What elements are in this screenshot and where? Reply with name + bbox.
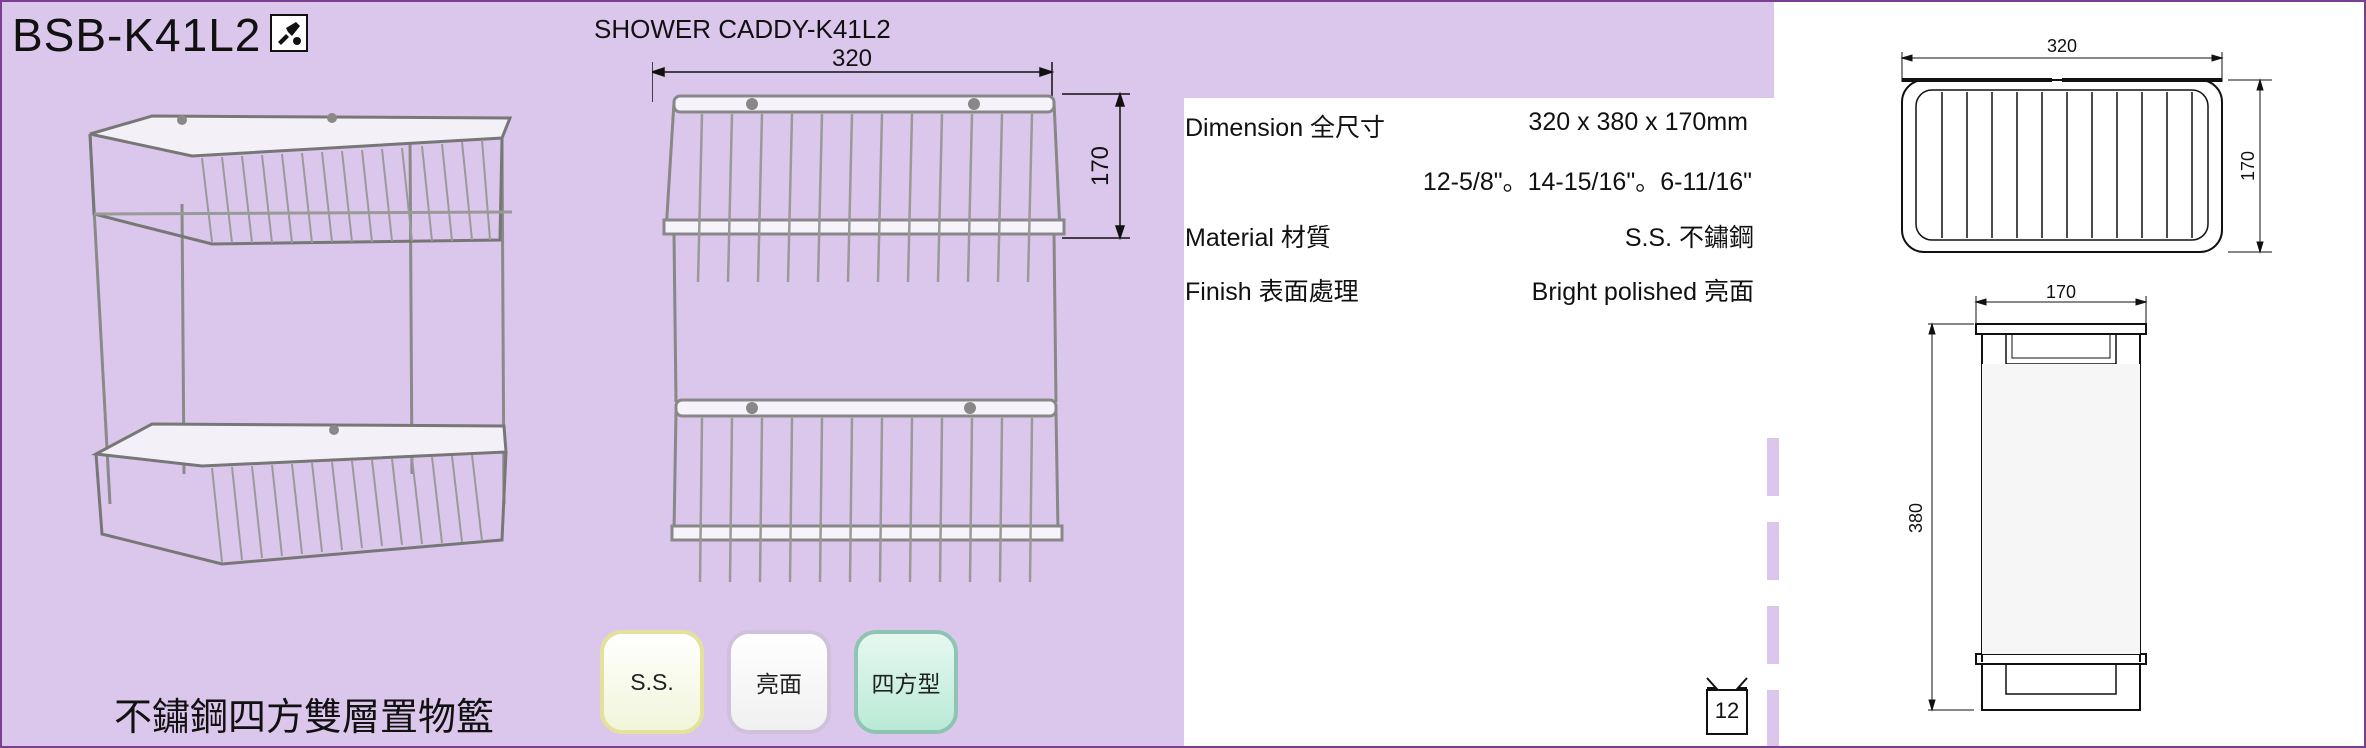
front-height-label: 170 (1087, 146, 1114, 186)
top-view-width-label: 320 (2047, 36, 2077, 56)
spec-panel (1184, 98, 1774, 746)
installation-icon (270, 14, 308, 52)
shape-badge: 四方型 (854, 630, 958, 734)
top-view-drawing: 320 170 (1900, 36, 2272, 254)
top-view-depth-label: 170 (2238, 151, 2258, 181)
material-label: Material 材質 (1185, 224, 1331, 252)
divider-dash (1767, 690, 1779, 746)
divider-dash (1767, 438, 1779, 496)
finish-label: Finish 表面處理 (1185, 278, 1359, 306)
dimension-inch: 12-5/8"。14-15/16"。6-11/16" (1422, 168, 1752, 196)
material-value: S.S. 不鏽鋼 (1624, 224, 1754, 252)
dimension-label: Dimension 全尺寸 (1185, 114, 1386, 142)
product-photo (88, 113, 512, 566)
finish-badge: 亮面 (727, 630, 831, 734)
dimension-value: 320 x 380 x 170mm (1528, 108, 1748, 136)
side-view-drawing: 170 380 (1906, 282, 2148, 712)
page-number-box (1706, 677, 1748, 735)
front-width-label: 320 (832, 45, 872, 72)
side-view-height-label: 380 (1906, 503, 1926, 533)
drawing-title: SHOWER CADDY-K41L2 (594, 14, 891, 44)
material-badge: S.S. (600, 630, 704, 734)
divider-dash (1767, 522, 1779, 580)
background-lilac-band (1184, 2, 1774, 98)
front-drawing: 320 170 (652, 45, 1130, 583)
model-code: BSB-K41L2 (12, 9, 262, 61)
page-number: 12 (1714, 698, 1740, 723)
divider-dash (1767, 606, 1779, 664)
side-view-width-label: 170 (2046, 282, 2076, 302)
product-name-cn: 不鏽鋼四方雙層置物籃 (114, 697, 495, 739)
finish-value: Bright polished 亮面 (1531, 278, 1754, 306)
